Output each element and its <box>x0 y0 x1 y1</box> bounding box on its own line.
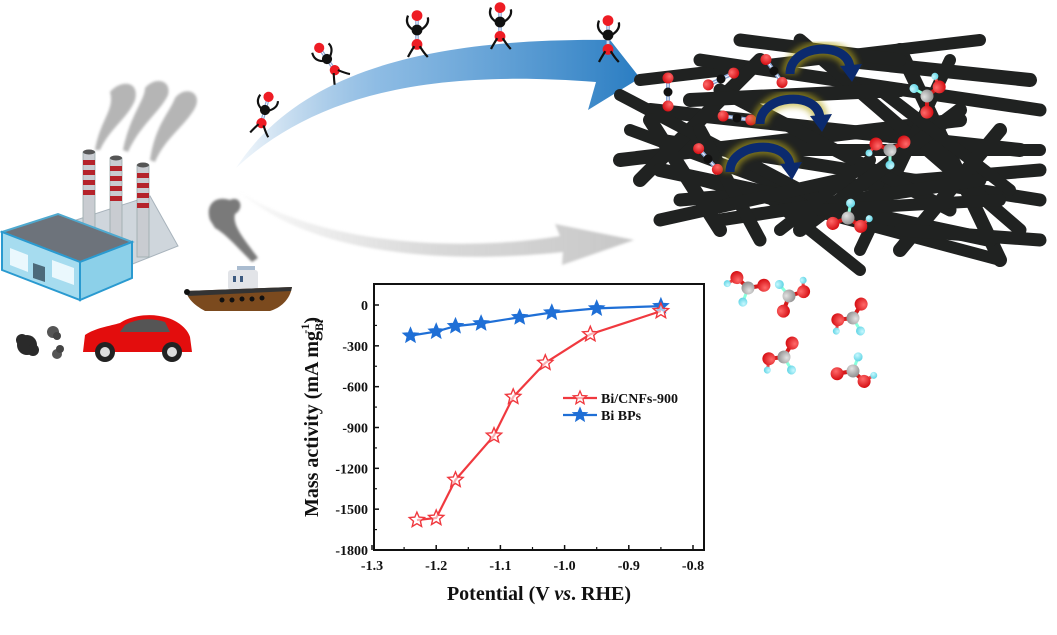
series-line <box>416 310 662 522</box>
carbon-nanofiber-mat <box>613 33 1047 276</box>
x-tick-label: -1.0 <box>554 559 576 574</box>
data-point <box>587 299 606 316</box>
x-axis-title: Potential (V vs. RHE) <box>447 583 631 605</box>
carbon-nanofiber <box>893 223 1047 247</box>
plot-frame <box>373 283 705 551</box>
formic-acid-released <box>716 263 885 396</box>
legend-marker <box>571 406 589 423</box>
y-axis: 0 -300 -600 -900 -1200 -1500 -1800 <box>335 299 379 559</box>
formic-acid-molecule-icon <box>826 343 885 396</box>
data-point <box>510 308 529 325</box>
formic-acid-molecule-icon <box>822 293 883 350</box>
carbon-nanofiber <box>643 113 727 237</box>
y-tick-label: -1200 <box>335 462 368 477</box>
data-point <box>401 326 420 344</box>
y-tick-label: -1800 <box>335 544 368 559</box>
data-point <box>426 508 446 526</box>
carbon-nanofiber <box>633 53 767 187</box>
y-tick-label: -1500 <box>335 503 368 518</box>
factory-icon <box>0 80 197 302</box>
legend-label: Bi/CNFs-900 <box>601 392 678 407</box>
legend-item: Bi/CNFs-900 <box>563 389 678 407</box>
x-axis: -1.3 -1.2 -1.1 -1.0 -0.9 -0.8 <box>361 545 704 574</box>
carbon-nanofiber <box>614 89 826 206</box>
formic-acid-molecule-icon <box>758 263 820 323</box>
co2-molecule-icon <box>660 70 676 114</box>
x-tick-label: -0.9 <box>618 559 640 574</box>
co2-molecule-icon <box>306 35 352 88</box>
soot-particles-icon <box>16 326 64 359</box>
x-tick-label: -1.1 <box>489 559 511 574</box>
carbon-nanofiber <box>693 123 767 247</box>
data-point <box>472 314 490 331</box>
blue-conversion-arrow <box>236 22 640 168</box>
data-point <box>446 316 465 334</box>
carbon-nanofiber <box>774 154 876 236</box>
legend-label: Bi BPs <box>601 409 642 424</box>
data-point <box>580 324 600 343</box>
data-point <box>535 352 555 371</box>
carbon-nanofiber <box>653 173 847 227</box>
y-tick-label: -900 <box>342 422 368 437</box>
legend: Bi/CNFs-900 Bi BPs <box>563 389 678 424</box>
car-icon <box>83 315 192 362</box>
data-point <box>503 387 523 405</box>
y-tick-label: 0 <box>361 299 368 314</box>
mass-activity-chart: -1.3 -1.2 -1.1 -1.0 -0.9 -0.8 0 -300 -600 -900 -1… <box>298 283 705 605</box>
legend-item: Bi BPs <box>563 406 642 424</box>
formic-acid-molecule-icon <box>753 332 814 389</box>
x-tick-label: -1.2 <box>425 559 447 574</box>
data-point <box>446 470 465 488</box>
data-point <box>484 425 504 444</box>
gray-arrow <box>240 192 634 265</box>
series-bi-cnfs-900 <box>407 301 671 528</box>
series-layer <box>401 296 671 528</box>
legend-marker <box>571 389 589 406</box>
data-point <box>407 510 427 528</box>
formic-acid-molecule-icon <box>716 263 775 316</box>
carbon-nanofiber <box>833 53 1037 87</box>
y-tick-label: -600 <box>342 381 368 396</box>
carbon-nanofiber <box>874 84 1016 196</box>
y-axis-title: Mass activity (mA mgBi-1) <box>298 317 326 517</box>
y-tick-label: -300 <box>342 340 368 355</box>
data-point <box>427 322 446 340</box>
carbon-nanofiber <box>634 34 986 86</box>
co2-molecule-icon <box>405 8 430 59</box>
data-point <box>651 301 671 320</box>
x-tick-label: -1.3 <box>361 559 383 574</box>
co2-molecule-icon <box>488 0 513 51</box>
data-point <box>542 303 561 321</box>
ship-icon <box>184 198 292 311</box>
x-tick-label: -0.8 <box>682 559 704 574</box>
